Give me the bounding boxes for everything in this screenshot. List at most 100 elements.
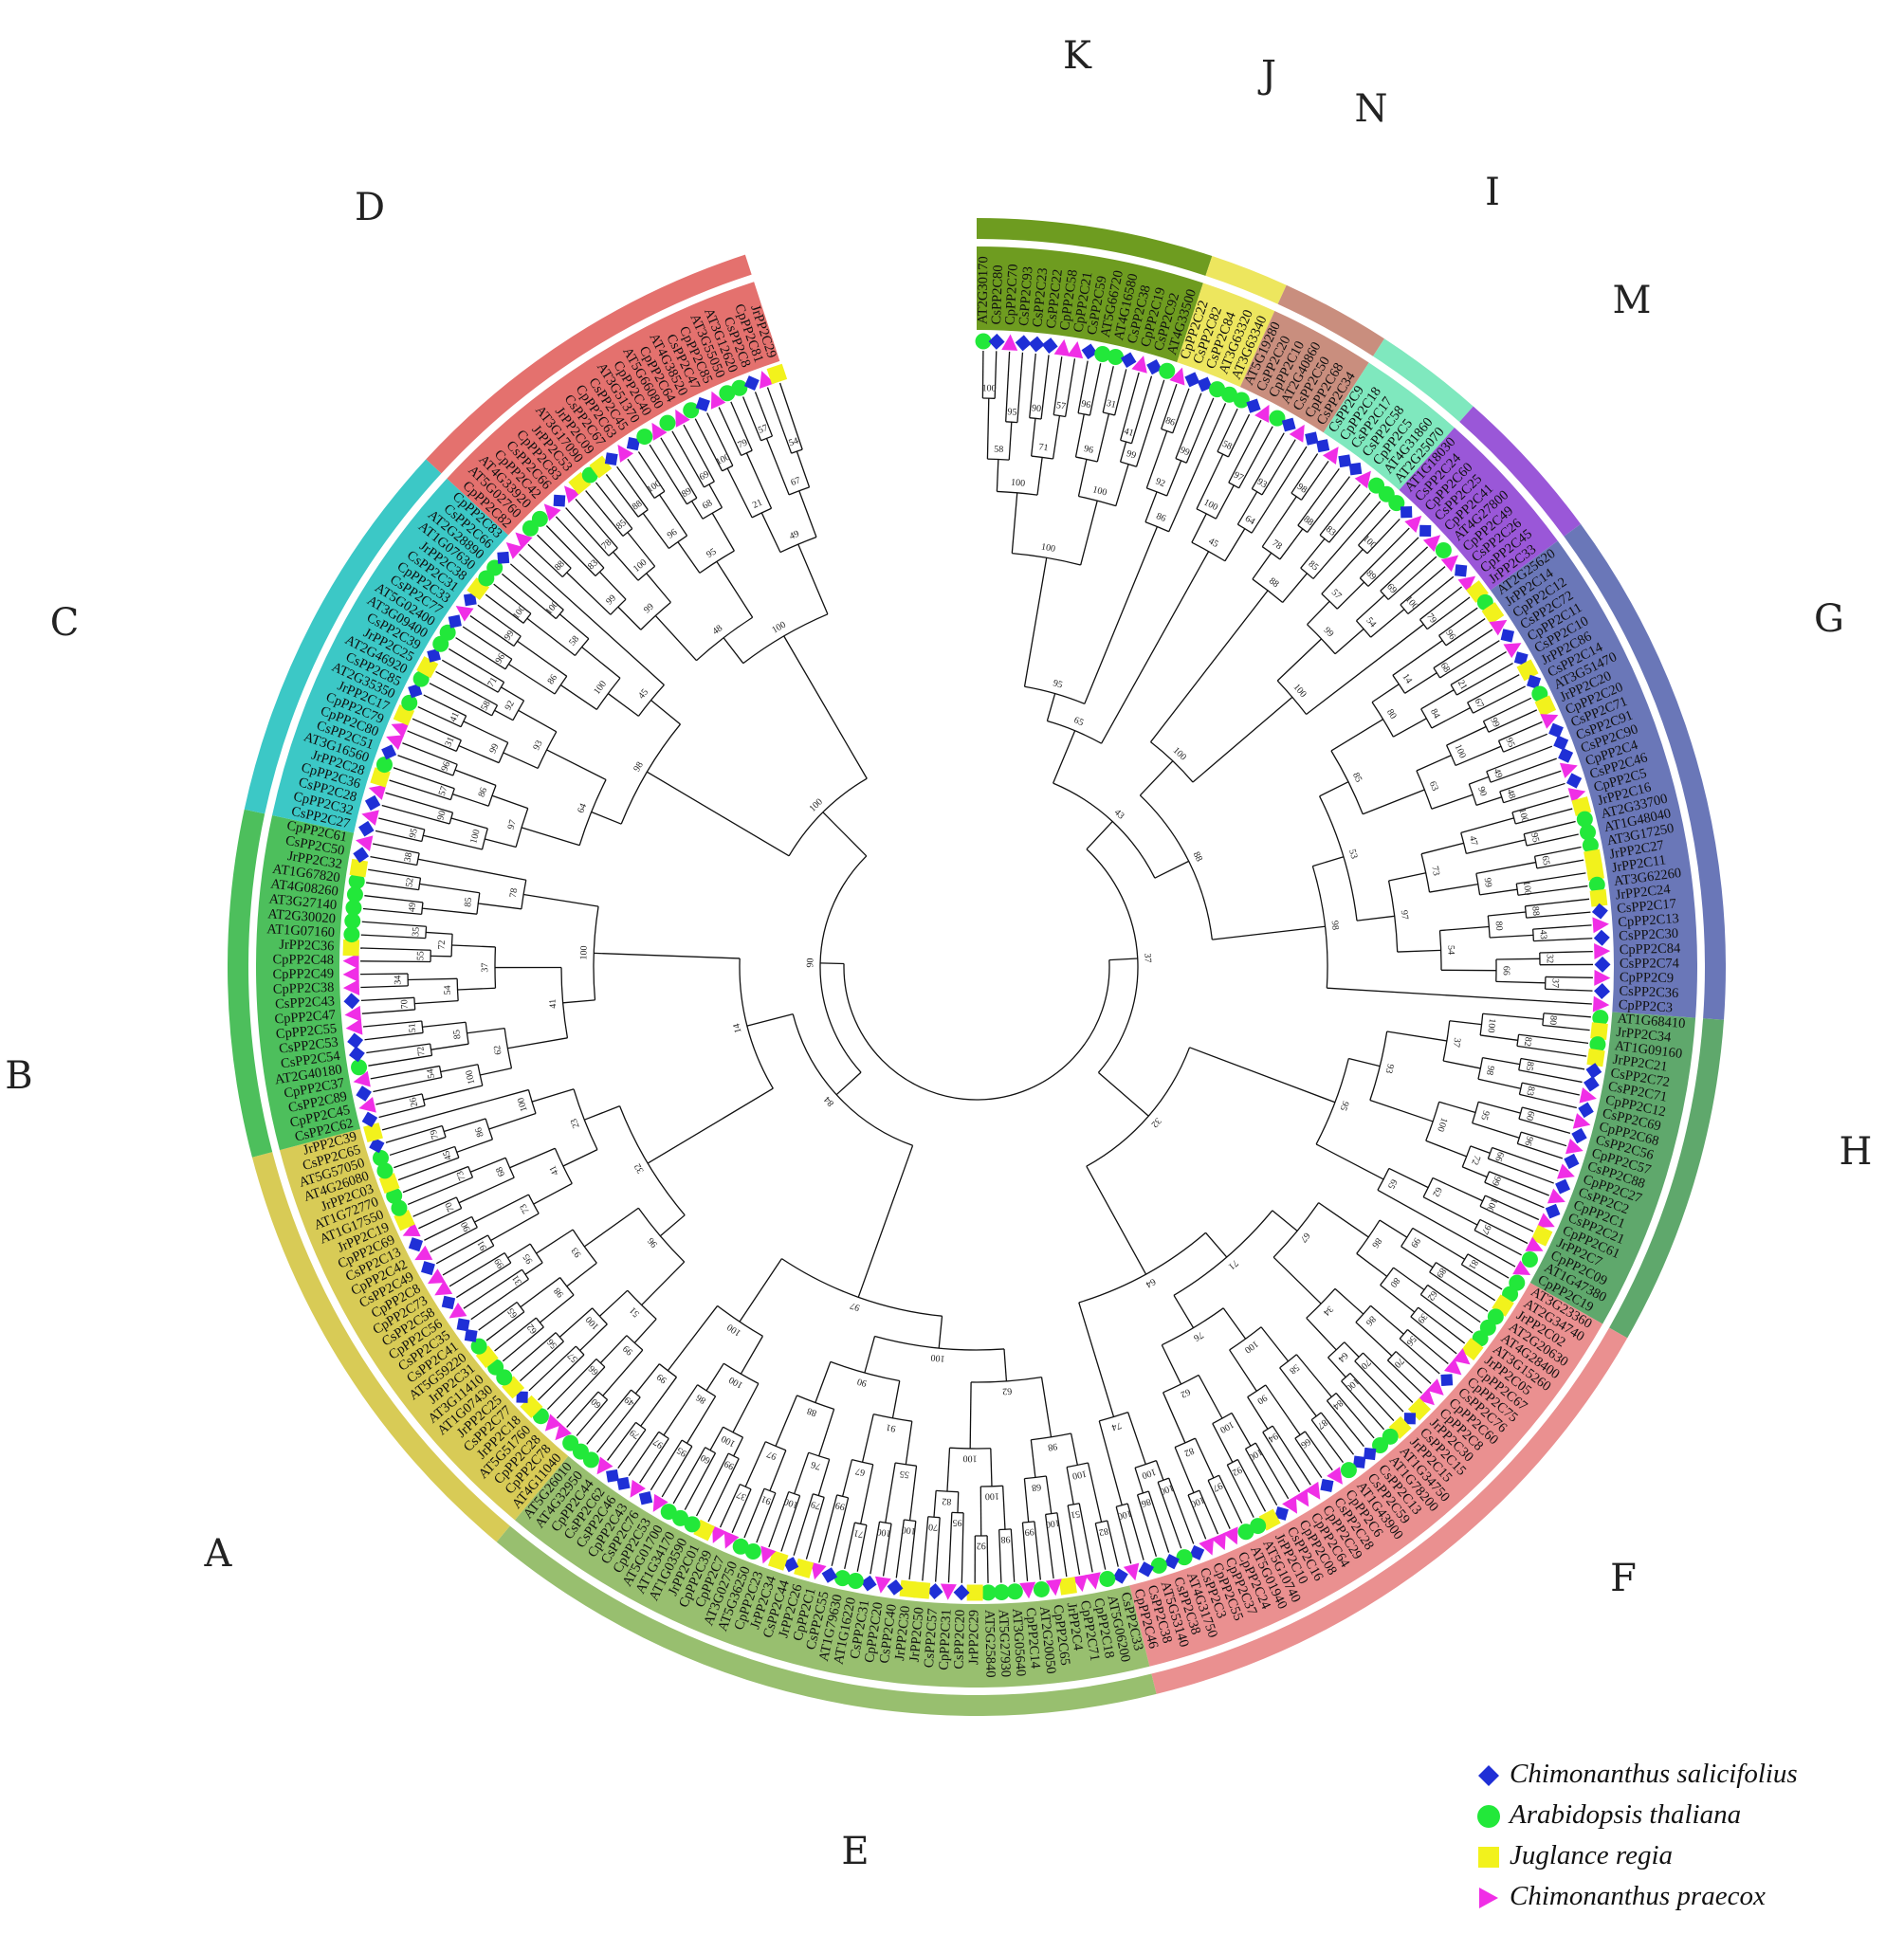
tree-branch <box>362 907 422 915</box>
tree-branch <box>1533 938 1593 942</box>
tree-branch <box>1080 501 1098 566</box>
tree-branch <box>1479 888 1518 896</box>
bootstrap-value: 98 <box>1329 920 1341 930</box>
bootstrap-value: 88 <box>1191 850 1204 864</box>
species-marker <box>408 1237 424 1252</box>
leaf-label: CpPP2C70 <box>1002 264 1020 325</box>
tree-branch <box>566 572 612 615</box>
bootstrap-value: 93 <box>531 739 544 752</box>
tree-branch <box>1349 1373 1395 1421</box>
leaf-label: AT3G05640 <box>1009 1608 1028 1677</box>
bootstrap-value: 48 <box>1505 788 1518 800</box>
tree-branch <box>598 571 627 600</box>
tree-branch <box>423 834 483 850</box>
bootstrap-value: 100 <box>632 557 650 575</box>
bootstrap-value: 90 <box>1475 785 1489 797</box>
bootstrap-value: 45 <box>636 687 650 702</box>
tree-branch <box>1422 1196 1478 1226</box>
leaf-label: AT2G20050 <box>1036 1605 1058 1674</box>
tree-branch <box>1205 1232 1228 1258</box>
species-marker <box>439 624 456 641</box>
tree-branch <box>1108 958 1138 961</box>
bootstrap-value: 90 <box>856 1376 869 1388</box>
tree-branch <box>1327 987 1592 1005</box>
bootstrap-value: 100 <box>1202 497 1219 513</box>
species-marker <box>1503 643 1522 659</box>
tree-branch <box>520 1341 564 1382</box>
bootstrap-value: 100 <box>727 1374 744 1390</box>
tree-branch <box>1272 1425 1311 1486</box>
species-marker <box>759 371 775 390</box>
species-marker <box>1585 862 1604 882</box>
tree-branch <box>1543 1013 1591 1018</box>
species-marker <box>553 494 566 507</box>
bootstrap-value: 96 <box>1080 399 1091 411</box>
tree-branch <box>1312 856 1345 867</box>
leaf-label: CsPP2C43 <box>275 994 336 1012</box>
tree-branch <box>1189 1047 1336 1104</box>
tree-branch <box>402 1165 469 1194</box>
species-marker <box>463 593 477 607</box>
tree-branch <box>522 893 599 907</box>
tree-branch <box>817 1459 831 1496</box>
bootstrap-value: 84 <box>1330 1397 1345 1412</box>
bootstrap-value: 34 <box>393 976 403 985</box>
leaf-label: CsPP2C22 <box>1044 268 1066 329</box>
bootstrap-value: 95 <box>1503 737 1516 749</box>
tree-branch <box>1473 685 1526 714</box>
tree-branch <box>860 1464 874 1524</box>
tree-branch <box>1056 1512 1068 1578</box>
bootstrap-value: 58 <box>479 700 492 713</box>
tree-branch <box>584 1105 620 1121</box>
tree-branch <box>1139 760 1174 796</box>
species-marker <box>1120 352 1137 368</box>
tree-branch <box>796 450 811 488</box>
tree-branch <box>661 1446 693 1498</box>
tree-branch <box>509 1147 556 1169</box>
tree-branch <box>783 635 868 779</box>
bootstrap-value: 67 <box>790 475 802 488</box>
tree-branch <box>1407 575 1455 614</box>
tree-branch <box>546 1358 597 1410</box>
tree-branch <box>533 1182 573 1205</box>
bootstrap-value: 68 <box>1438 661 1453 674</box>
species-marker <box>544 1414 562 1432</box>
species-marker <box>1045 1578 1062 1596</box>
species-marker <box>1422 535 1441 553</box>
tree-branch <box>423 1085 483 1101</box>
tree-branch <box>1010 1528 1016 1582</box>
species-marker <box>630 1479 646 1498</box>
tree-branch <box>1261 439 1296 496</box>
leaf-label-layer: AT2G30170CsPP2C80CpPP2C70CsPP2C93CsPP2C2… <box>266 256 1686 1677</box>
tree-branch <box>531 1088 575 1103</box>
tree-branch <box>842 1459 853 1497</box>
tree-branch <box>518 709 558 733</box>
tree-branch <box>1336 581 1365 610</box>
leaf-label: CpPP2C38 <box>273 980 335 997</box>
tree-branch <box>961 1512 964 1583</box>
species-marker <box>1516 659 1539 682</box>
species-marker <box>1289 424 1305 443</box>
bootstrap-value: 98 <box>1047 1441 1058 1452</box>
bootstrap-value: 100 <box>770 620 787 636</box>
species-marker <box>348 873 365 890</box>
tree-branch <box>908 1466 918 1521</box>
tree-branch <box>581 647 621 679</box>
species-marker <box>1123 1562 1140 1581</box>
tree-branch <box>594 952 741 959</box>
bootstrap-value: 84 <box>1428 707 1441 721</box>
leaf-label: JrPP2C29 <box>966 1610 981 1665</box>
species-marker <box>401 694 418 711</box>
tree-branch <box>1155 1460 1164 1481</box>
tree-branch <box>1344 1341 1360 1358</box>
tree-branch <box>381 1088 529 1131</box>
tree-branch <box>891 1380 901 1418</box>
tree-branch <box>1438 607 1478 636</box>
tree-branch <box>1466 839 1526 854</box>
tree-branch <box>797 543 829 615</box>
leaf-label: CpPP2C84 <box>1620 941 1682 958</box>
tree-branch <box>1086 848 1139 1073</box>
species-marker <box>768 1550 789 1571</box>
tree-branch <box>1436 1262 1496 1302</box>
tree-branch <box>1262 1432 1301 1492</box>
